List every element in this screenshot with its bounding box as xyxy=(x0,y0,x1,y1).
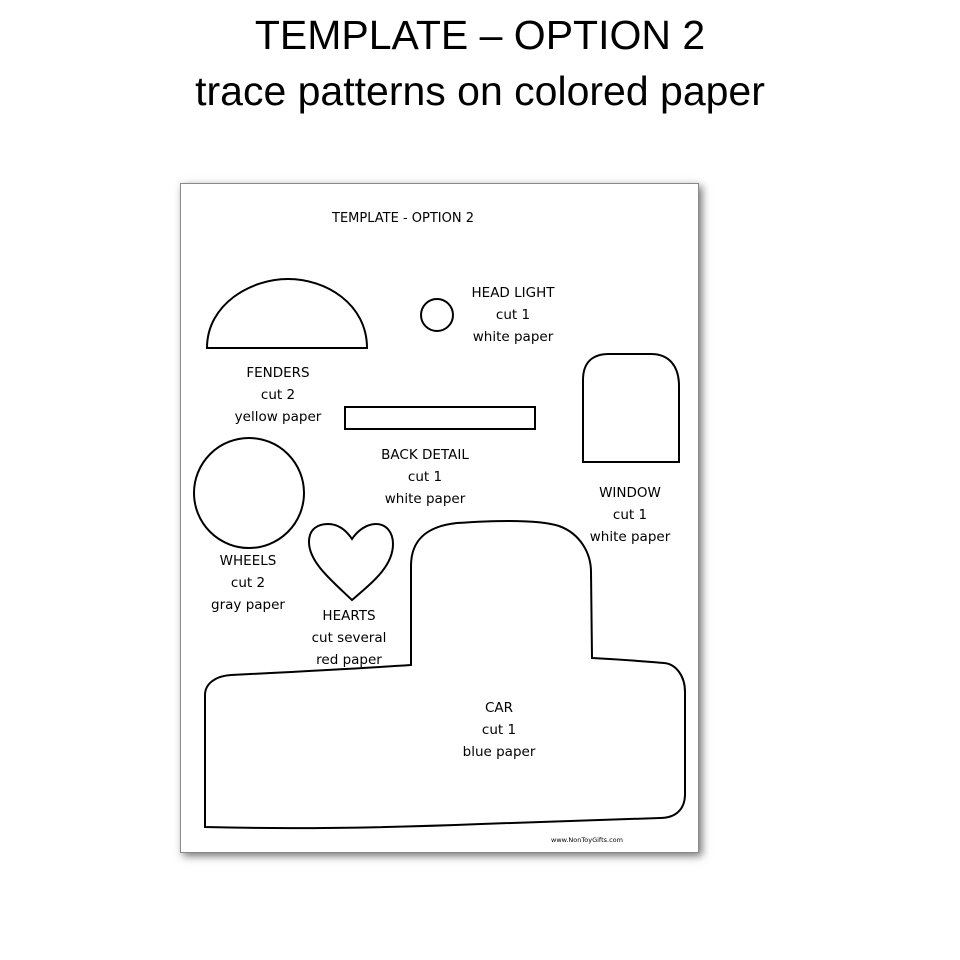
piece-name: HEARTS xyxy=(322,608,376,624)
template-sheet: TEMPLATE - OPTION 2 HEAD LIGHT cut 1 whi… xyxy=(180,183,699,853)
piece-count: cut several xyxy=(311,630,387,646)
sheet-title: TEMPLATE - OPTION 2 xyxy=(332,211,474,226)
label-window: WINDOW cut 1 white paper xyxy=(590,482,671,548)
piece-name: CAR xyxy=(484,700,514,716)
piece-paper: yellow paper xyxy=(234,409,322,425)
label-fenders: FENDERS cut 2 yellow paper xyxy=(235,362,322,428)
piece-name: WINDOW xyxy=(599,485,661,501)
label-hearts: HEARTS cut several red paper xyxy=(312,605,387,671)
heart-shape xyxy=(307,522,395,602)
piece-count: cut 1 xyxy=(407,469,443,485)
label-wheels: WHEELS cut 2 gray paper xyxy=(211,550,285,616)
wheel-shape xyxy=(193,437,305,549)
slide-title-line-1: TEMPLATE – OPTION 2 xyxy=(254,12,706,58)
pattern-shapes xyxy=(193,277,686,829)
headlight-shape xyxy=(420,298,454,332)
piece-name: HEAD LIGHT xyxy=(471,285,555,301)
piece-paper: white paper xyxy=(589,529,671,545)
piece-name: FENDERS xyxy=(246,365,310,381)
label-head-light: HEAD LIGHT cut 1 white paper xyxy=(472,282,555,348)
piece-count: cut 1 xyxy=(481,722,517,738)
fender-shape xyxy=(205,277,369,349)
slide-title-line-2: trace patterns on colored paper xyxy=(195,68,765,114)
label-car: CAR cut 1 blue paper xyxy=(463,697,536,763)
piece-count: cut 1 xyxy=(612,507,648,523)
piece-count: cut 1 xyxy=(495,307,531,323)
label-back-detail: BACK DETAIL cut 1 white paper xyxy=(381,444,469,510)
piece-paper: gray paper xyxy=(211,597,285,613)
website-credit: www.NonToyGifts.com xyxy=(551,836,623,844)
window-shape xyxy=(582,353,680,463)
piece-count: cut 2 xyxy=(260,387,296,403)
piece-name: BACK DETAIL xyxy=(381,447,469,463)
piece-count: cut 2 xyxy=(230,575,266,591)
piece-paper: white paper xyxy=(384,491,466,507)
back-detail-shape xyxy=(344,406,536,430)
piece-paper: white paper xyxy=(472,329,554,345)
piece-name: WHEELS xyxy=(219,553,277,569)
piece-paper: red paper xyxy=(316,652,382,668)
piece-paper: blue paper xyxy=(462,744,536,760)
car-shape xyxy=(204,520,686,829)
